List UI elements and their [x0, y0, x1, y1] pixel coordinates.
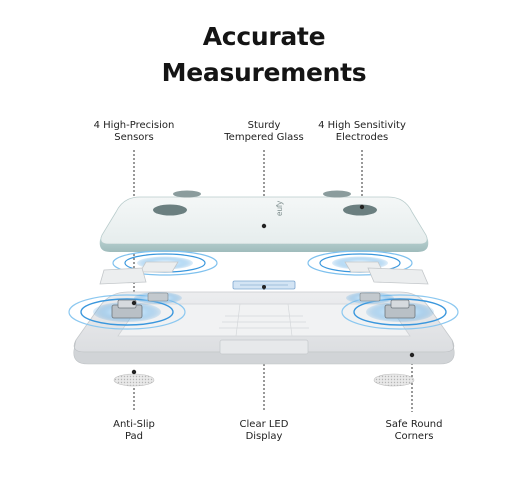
cover-front-left: [99, 267, 147, 285]
tempered-glass-plate: eufy: [99, 190, 429, 252]
anti-slip-pads: [113, 369, 415, 387]
callout-corners-line2: Corners: [394, 431, 434, 442]
electrode-front-right: [343, 204, 377, 216]
callout-sensors: 4 High-Precision Sensors: [64, 120, 204, 144]
callout-pad-line2: Pad: [124, 431, 144, 442]
sensor-covers: [99, 261, 429, 285]
sensor-back-right: [346, 292, 394, 304]
callout-display-line1: Clear LED: [239, 419, 289, 430]
page-title-line-2: Measurements: [161, 58, 367, 87]
callout-display: Clear LED Display: [194, 419, 334, 443]
callout-pad-line1: Anti-Slip: [113, 419, 155, 430]
electrode-back-right: [323, 190, 351, 198]
sensor-front-left: [68, 294, 186, 330]
sensor-front-right: [341, 294, 459, 330]
led-display-panel: [232, 280, 296, 290]
callout-glass: Sturdy Tempered Glass: [194, 120, 334, 144]
callout-electrodes-line2: Electrodes: [335, 132, 389, 143]
display-window: [219, 339, 309, 355]
callout-corners: Safe Round Corners: [344, 419, 484, 443]
callout-electrodes-line1: 4 High Sensitivity: [318, 120, 406, 131]
callout-display-line2: Display: [245, 431, 283, 442]
sensor-back-left: [134, 292, 182, 304]
callout-electrodes: 4 High Sensitivity Electrodes: [292, 120, 432, 144]
cover-back-left: [139, 261, 179, 273]
page-title-line-1: Accurate: [202, 22, 326, 51]
callout-sensors-line2: Sensors: [114, 132, 154, 143]
callout-glass-line1: Sturdy: [247, 120, 281, 131]
callout-glass-line2: Tempered Glass: [224, 132, 304, 143]
callout-corners-line1: Safe Round: [385, 419, 443, 430]
brand-logo: eufy: [275, 201, 284, 216]
electrode-front-left: [153, 204, 187, 216]
pad-right: [373, 373, 415, 387]
pad-left: [113, 373, 155, 387]
callout-sensors-line1: 4 High-Precision: [93, 120, 175, 131]
electrode-back-left: [173, 190, 201, 198]
cover-front-right: [367, 267, 429, 285]
callout-pad: Anti-Slip Pad: [64, 419, 204, 443]
